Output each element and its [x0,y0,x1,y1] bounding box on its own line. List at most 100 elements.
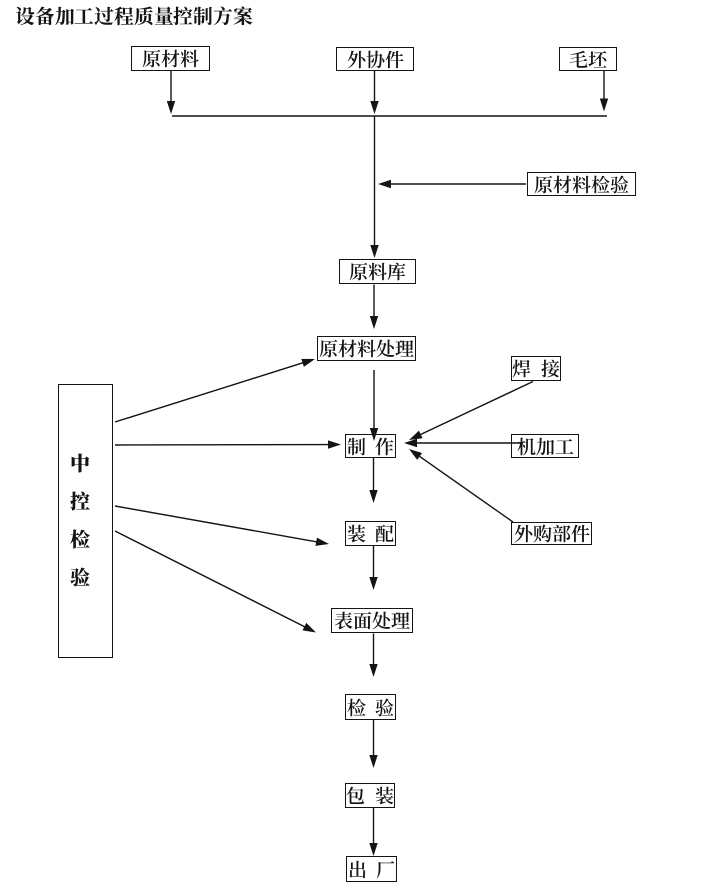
node-welding [511,356,561,381]
cjk-glyph-原 [534,175,553,193]
cjk-glyph-材 [553,175,572,193]
cjk-glyph-配 [375,524,394,543]
cjk-glyph-控 [70,491,90,511]
cjk-glyph-加 [535,437,554,455]
cjk-glyph-理 [391,612,410,629]
cjk-glyph-料 [357,339,376,358]
cjk-glyph-检 [70,529,90,549]
cjk-glyph-外 [514,524,532,543]
cjk-glyph-部 [552,524,571,543]
cjk-glyph-处 [372,611,391,630]
cjk-glyph-检 [347,698,366,716]
node-raw-material [131,46,210,71]
arrowhead [315,537,329,546]
cjk-glyph-接 [541,359,560,378]
node-machining [511,434,579,458]
cjk-glyph-表 [334,611,353,630]
edge-into-store [370,116,379,258]
edge-packing-to-release [369,808,378,856]
edge-surface-to-inspection [369,633,378,677]
node-label [514,524,590,543]
arrowhead [369,664,378,677]
node-assembly [345,521,396,546]
node-label [347,698,395,717]
node-central-control-inspection [58,384,113,658]
node-label [569,50,607,69]
cjk-glyph-材 [161,49,180,68]
cjk-glyph-毛 [569,50,588,68]
arrowhead [404,438,417,448]
cjk-glyph-备 [35,6,55,26]
edge-store-to-treatment [369,284,379,329]
node-label [346,786,394,805]
cjk-glyph-原 [319,339,338,358]
cjk-glyph-出 [349,860,366,878]
node-label [517,437,574,456]
arrowhead [369,577,378,590]
arrowhead [378,179,391,189]
arrowhead [166,101,176,114]
edge-machining-to-fabrication [404,438,523,448]
cjk-glyph-理 [395,340,414,357]
node-blank-stock [559,47,617,71]
cjk-glyph-程 [114,6,134,26]
cjk-glyph-原 [142,49,161,68]
node-label [512,359,560,378]
cjk-glyph-验 [610,175,629,193]
cjk-glyph-设 [15,6,35,26]
cjk-glyph-库 [387,262,406,281]
cjk-glyph-检 [591,175,610,193]
edge-outsourced-parts-down [370,71,379,114]
node-label [347,437,395,456]
cjk-glyph-过 [94,6,114,26]
node-label [142,49,199,68]
edge-central-to-surface [114,530,316,633]
page-title [15,6,253,26]
arrowhead [409,449,423,460]
cjk-glyph-外 [347,50,365,68]
node-label [347,50,404,69]
node-label [70,453,90,587]
cjk-glyph-加 [54,6,74,26]
cjk-glyph-料 [572,175,591,193]
cjk-glyph-装 [347,524,366,543]
arrowhead [302,622,316,633]
cjk-glyph-制 [347,437,365,455]
edge-raw-material-inspection [378,179,526,189]
edge-central-to-fabrication [114,440,341,449]
arrowhead [370,245,379,258]
arrowhead [409,430,423,440]
cjk-glyph-厂 [376,860,395,878]
cjk-glyph-装 [375,786,394,805]
cjk-glyph-验 [375,698,394,716]
node-outsourced-parts [336,47,414,71]
node-raw-material-treatment [317,336,416,361]
cjk-glyph-验 [70,567,90,587]
edge-purchased-to-fabrication [409,449,514,523]
node-purchased-parts [511,522,592,545]
cjk-glyph-件 [384,50,404,68]
cjk-glyph-面 [353,611,372,630]
cjk-glyph-原 [349,262,368,281]
node-label [334,611,410,630]
node-label [319,339,414,358]
cjk-glyph-控 [173,6,193,26]
node-fabrication [345,434,396,458]
cjk-glyph-工 [75,7,94,24]
cjk-glyph-坯 [588,50,607,68]
cjk-glyph-制 [193,6,213,26]
arrowhead [369,755,378,768]
node-packing [345,783,395,808]
arrowhead [370,101,379,114]
edge-inspection-to-packing [369,720,378,768]
node-surface-treatment [331,608,413,633]
cjk-glyph-料 [180,49,199,68]
cjk-glyph-中 [71,453,90,473]
cjk-glyph-材 [338,339,357,358]
node-label [349,262,406,281]
edge-raw-material-down [166,71,176,114]
cjk-glyph-案 [233,6,253,26]
cjk-glyph-焊 [512,359,531,378]
cjk-glyph-量 [154,6,173,25]
